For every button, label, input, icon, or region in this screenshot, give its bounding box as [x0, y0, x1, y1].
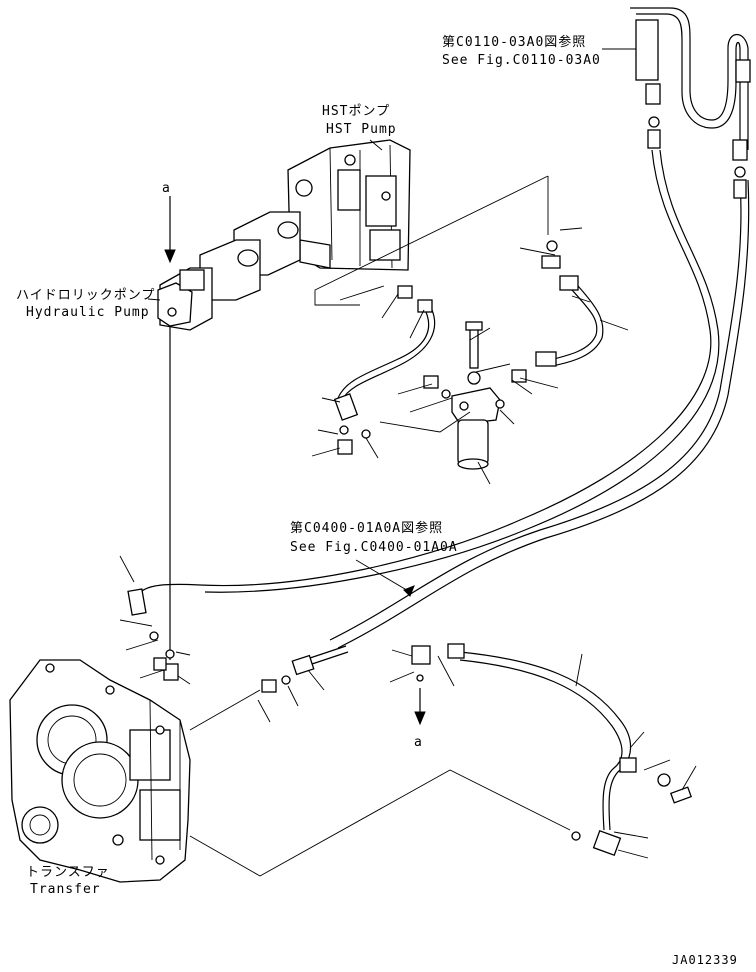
ref-mid-en: See Fig.C0400-01A0A — [290, 540, 458, 555]
leader-transfer — [189, 769, 571, 877]
hydraulic-label-jp: ハイドロリックポンプ — [16, 288, 155, 303]
hst-label-jp: HSTポンプ — [322, 104, 390, 119]
ref-top-en: See Fig.C0110-03A0 — [442, 53, 601, 68]
transfer-fittings — [119, 555, 191, 685]
ref-top-jp: 第C0110-03A0図参照 — [442, 34, 586, 50]
top-right-piping — [630, 7, 751, 199]
hst-label-en: HST Pump — [326, 122, 397, 137]
marker-a-top-group — [164, 196, 176, 660]
transfer-label-jp: トランスファ — [26, 865, 110, 880]
clamp-top — [635, 19, 659, 81]
leader-ref-mid — [355, 559, 411, 593]
hydraulic-pump — [157, 267, 213, 331]
filter-hoses — [333, 240, 604, 455]
main-hose-bundle — [134, 149, 750, 649]
filter-assembly — [451, 321, 501, 470]
fitting-top-1 — [645, 83, 661, 105]
fitting-top-2 — [732, 139, 748, 161]
transfer-case — [9, 659, 191, 883]
marker-a-bottom-group — [414, 674, 426, 726]
marker-a-bottom: a — [414, 735, 423, 750]
leader-lines — [311, 175, 629, 485]
leader-hydraulic — [147, 298, 161, 301]
hydraulic-label-en: Hydraulic Pump — [26, 305, 150, 320]
transfer-label-en: Transfer — [30, 882, 101, 897]
drawing-id: JA012339 — [672, 953, 738, 967]
hst-pump — [287, 139, 411, 271]
bottom-right-hose — [389, 643, 697, 859]
ref-mid-jp: 第C0400-01A0A図参照 — [290, 520, 443, 536]
lower-hose — [189, 645, 349, 731]
pump-coupling — [199, 211, 301, 301]
clamp-right — [735, 59, 751, 83]
marker-a-top: a — [162, 181, 171, 196]
